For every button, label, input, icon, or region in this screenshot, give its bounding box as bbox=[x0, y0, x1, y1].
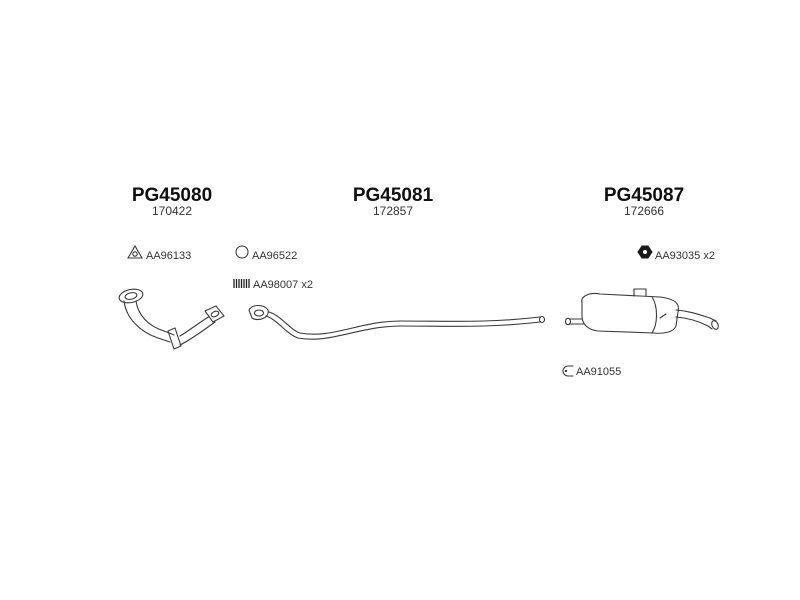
part-group-middle-pipe: PG45081 172857 bbox=[353, 185, 434, 218]
front-pipe-drawing bbox=[118, 288, 225, 350]
accessory-triangle-gasket: AA96133 bbox=[127, 244, 191, 262]
triangle-gasket-icon bbox=[127, 244, 143, 259]
part-group-front-pipe: PG45080 170422 bbox=[132, 185, 212, 218]
reference-middle-pipe: 172857 bbox=[373, 204, 413, 218]
accessory-code-triangle-gasket: AA96133 bbox=[146, 250, 191, 262]
accessory-code-spring: AA98007 x2 bbox=[253, 279, 313, 291]
middle-pipe-drawing bbox=[248, 304, 546, 340]
reference-rear-silencer: 172666 bbox=[624, 204, 664, 218]
part-number-rear-silencer: PG45087 bbox=[604, 185, 684, 206]
accessory-code-clamp: AA91055 bbox=[576, 366, 621, 378]
accessory-code-hex-nut: AA93035 x2 bbox=[655, 250, 715, 262]
part-number-front-pipe: PG45080 bbox=[132, 185, 212, 206]
accessory-hex-nut: AA93035 x2 bbox=[637, 245, 715, 262]
rear-silencer-drawing bbox=[564, 288, 719, 334]
part-group-rear-silencer: PG45087 172666 bbox=[604, 185, 684, 218]
accessory-spring: AA98007 x2 bbox=[233, 279, 313, 291]
reference-front-pipe: 170422 bbox=[152, 204, 192, 218]
accessory-code-ring-gasket: AA96522 bbox=[252, 250, 297, 262]
accessory-clamp: AA91055 bbox=[562, 365, 621, 378]
clamp-icon bbox=[562, 365, 574, 377]
accessory-ring-gasket: AA96522 bbox=[235, 245, 297, 262]
hex-nut-icon bbox=[637, 245, 653, 259]
ring-gasket-icon bbox=[235, 245, 249, 259]
part-number-middle-pipe: PG45081 bbox=[353, 185, 434, 206]
spring-icon bbox=[233, 279, 250, 288]
